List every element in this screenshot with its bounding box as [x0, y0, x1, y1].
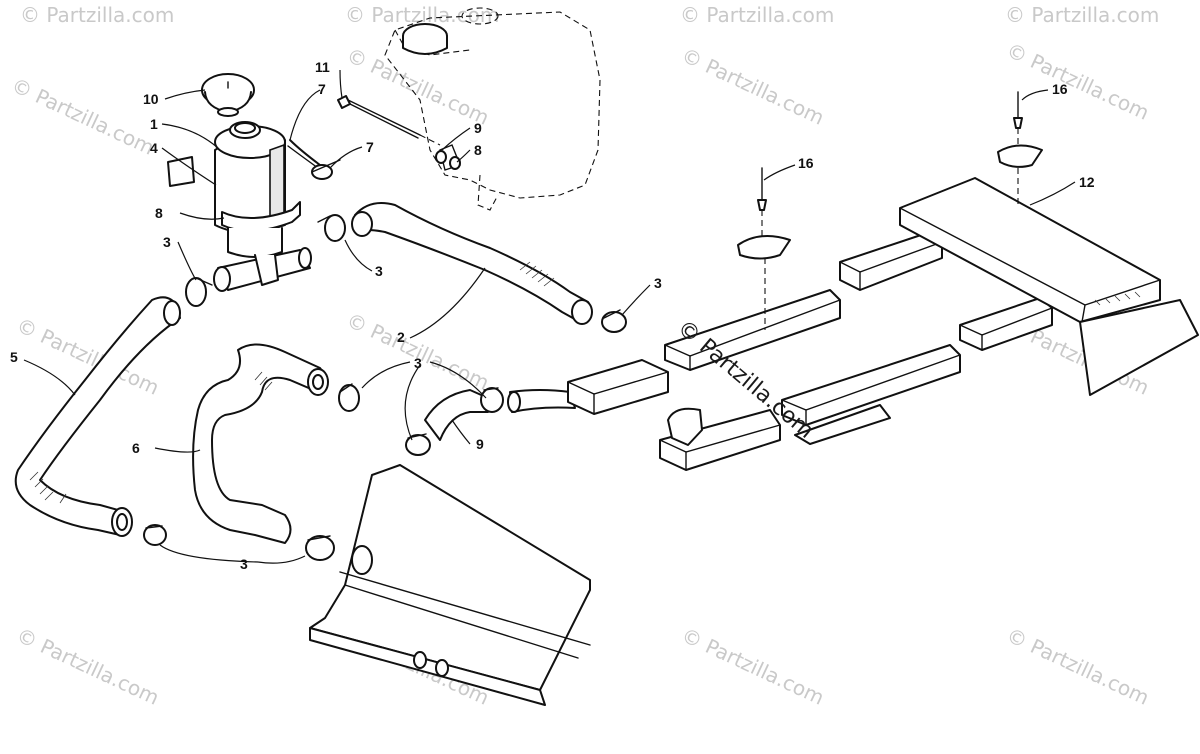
- heat-exchanger-segment: [567, 359, 669, 415]
- callout-3: 3: [240, 556, 248, 572]
- watermark: © Partzilla.com: [1005, 3, 1159, 27]
- callout-12: 8: [155, 205, 163, 221]
- part-1-surge-tank: [214, 121, 286, 234]
- part-10-hose: [192, 343, 329, 544]
- watermark: © Partzilla.com: [680, 3, 834, 27]
- part-2-hose: [351, 202, 593, 325]
- part-5-hose: [14, 296, 181, 537]
- part-15-bolt: [337, 95, 441, 146]
- heat-exchanger-segment: [659, 407, 781, 471]
- callout-1: 1: [150, 116, 158, 132]
- connector-hose: [507, 389, 576, 413]
- callout-3: 3: [163, 234, 171, 250]
- watermark: © Partzilla.com: [678, 43, 828, 130]
- part-14-radiator-cap: [201, 73, 255, 117]
- part-13-hose: [424, 389, 489, 441]
- part-16-rivet: [997, 91, 1043, 205]
- part-3-clamp: [405, 433, 431, 456]
- callout-3: 3: [375, 263, 383, 279]
- heat-exchanger-segment: [839, 231, 943, 291]
- part-3-clamp: [317, 214, 346, 242]
- callout-labels: 10 1 4 8 3 11 7 9 8 7 3 3 2 5 3 16 16 12…: [10, 59, 1095, 572]
- callout-2: 2: [397, 329, 405, 345]
- watermark: © Partzilla.com: [8, 73, 158, 160]
- callout-10: 6: [132, 440, 140, 456]
- part-3-clamp: [601, 309, 627, 333]
- callout-16: 16: [798, 155, 814, 171]
- part-7-nut: [449, 156, 461, 170]
- callout-9: 7: [318, 81, 326, 97]
- watermark: © Partzilla.com: [1003, 623, 1153, 710]
- oil-tank: [384, 7, 601, 211]
- callout-3: 3: [654, 275, 662, 291]
- part-3-clamp: [185, 277, 213, 307]
- part-3-clamp: [305, 535, 335, 561]
- callout-15: 11: [315, 59, 330, 75]
- watermark: © Partzilla.com: [345, 3, 499, 27]
- callout-7: 8: [474, 142, 482, 158]
- callout-14: 10: [143, 91, 159, 107]
- callout-13: 9: [476, 436, 484, 452]
- watermark: © Partzilla.com: [343, 308, 493, 395]
- part-6-heat-exchanger-plate: [899, 177, 1199, 396]
- part-8-washer: [435, 150, 447, 164]
- part-16-rivet: [737, 167, 791, 330]
- heat-exchanger-segment: [781, 344, 961, 445]
- leader-lines: [23, 69, 1076, 564]
- callout-6: 12: [1079, 174, 1095, 190]
- watermark: © Partzilla.com: [13, 623, 163, 710]
- watermark: © Partzilla.com: [1003, 38, 1153, 125]
- part-3-clamp: [480, 387, 504, 413]
- tank-outlet-tee: [213, 227, 312, 292]
- part-4-decal: [167, 156, 195, 187]
- radiator-panel: [309, 464, 591, 706]
- callout-16: 16: [1052, 81, 1068, 97]
- callout-8: 9: [474, 120, 482, 136]
- watermark: © Partzilla.com: [343, 43, 493, 130]
- part-3-clamp: [338, 383, 360, 412]
- watermark: © Partzilla.com: [20, 3, 174, 27]
- callout-5: 5: [10, 349, 18, 365]
- heat-exchanger-segment: [664, 289, 841, 371]
- watermark: © Partzilla.com: [678, 623, 828, 710]
- callout-4: 4: [150, 140, 158, 156]
- callout-11: 7: [366, 139, 374, 155]
- callout-3: 3: [414, 355, 422, 371]
- part-3-clamp: [143, 524, 167, 546]
